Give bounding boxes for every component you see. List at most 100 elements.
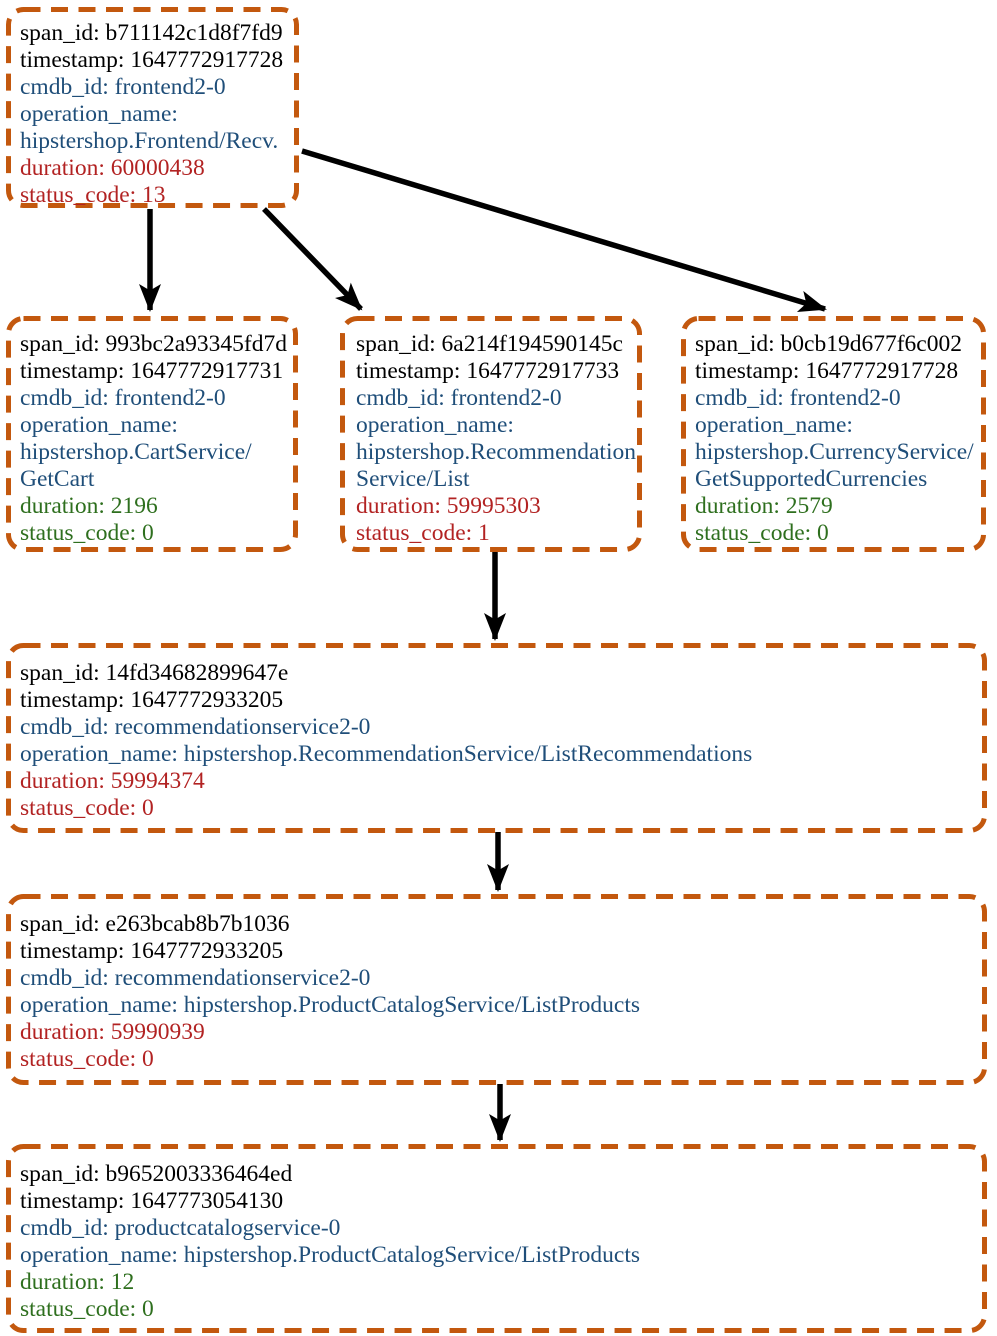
- field-status-code: status_code: 0: [20, 795, 974, 822]
- field-label: operation_name:: [20, 741, 178, 767]
- field-value: productcatalogservice-0: [114, 1215, 341, 1241]
- field-duration: duration: 59995303: [356, 493, 637, 520]
- field-timestamp: timestamp: 1647772917733: [356, 358, 637, 385]
- field-label: span_id:: [356, 331, 436, 357]
- field-label: duration:: [20, 155, 105, 181]
- field-value: hipstershop.RecommendationService/ListRe…: [183, 741, 753, 767]
- field-label: status_code:: [20, 520, 137, 546]
- field-duration: duration: 2196: [20, 493, 291, 520]
- field-status-code: status_code: 0: [20, 520, 291, 547]
- field-operation-name: operation_name: hipstershop.CurrencyServ…: [695, 412, 977, 493]
- field-label: timestamp:: [20, 687, 125, 713]
- field-operation-name: operation_name: hipstershop.Recommendati…: [20, 741, 974, 768]
- field-label: timestamp:: [695, 358, 800, 384]
- field-value: hipstershop.ProductCatalogService/ListPr…: [183, 992, 641, 1018]
- node-border-5: [6, 894, 987, 1085]
- arrow-0-2: [262, 207, 363, 311]
- field-timestamp: timestamp: 1647772933205: [20, 938, 974, 965]
- field-span-id: span_id: 14fd34682899647e: [20, 660, 974, 687]
- field-operation-name: operation_name: hipstershop.Frontend/Rec…: [20, 101, 292, 155]
- field-value: b711142c1d8f7fd9: [105, 20, 283, 46]
- field-value: hipstershop.ProductCatalogService/ListPr…: [183, 1242, 641, 1268]
- field-span-id: span_id: e263bcab8b7b1036: [20, 911, 974, 938]
- field-label: status_code:: [356, 520, 473, 546]
- field-value: 1647773054130: [130, 1188, 284, 1214]
- field-value: hipstershop.CurrencyService/GetSupported…: [695, 439, 974, 492]
- field-value: e263bcab8b7b1036: [105, 911, 290, 937]
- field-duration: duration: 60000438: [20, 155, 292, 182]
- span-node-3: span_id: b0cb19d677f6c002 timestamp: 164…: [683, 318, 983, 550]
- field-operation-name: operation_name: hipstershop.Recommendati…: [356, 412, 637, 493]
- field-value: frontend2-0: [114, 385, 226, 411]
- field-label: status_code:: [20, 795, 137, 821]
- field-label: status_code:: [20, 182, 137, 208]
- node-border-1: [6, 316, 298, 552]
- field-value: 59994374: [110, 768, 205, 794]
- field-value: 14fd34682899647e: [105, 660, 289, 686]
- field-value: 2579: [785, 493, 833, 519]
- field-value: 1647772933205: [130, 938, 284, 964]
- field-label: span_id:: [20, 911, 100, 937]
- field-span-id: span_id: 993bc2a93345fd7d: [20, 331, 291, 358]
- field-label: duration:: [20, 493, 105, 519]
- field-value: frontend2-0: [789, 385, 901, 411]
- field-cmdb-id: cmdb_id: productcatalogservice-0: [20, 1215, 974, 1242]
- span-node-5: span_id: e263bcab8b7b1036 timestamp: 164…: [8, 896, 984, 1082]
- field-value: recommendationservice2-0: [114, 714, 371, 740]
- node-border-0: [6, 7, 299, 208]
- field-value: frontend2-0: [450, 385, 562, 411]
- field-cmdb-id: cmdb_id: frontend2-0: [20, 385, 291, 412]
- field-label: duration:: [695, 493, 780, 519]
- span-node-2: span_id: 6a214f194590145c timestamp: 164…: [342, 318, 639, 550]
- field-timestamp: timestamp: 1647773054130: [20, 1188, 974, 1215]
- field-label: timestamp:: [20, 358, 125, 384]
- field-operation-name: operation_name: hipstershop.ProductCatal…: [20, 992, 974, 1019]
- field-label: span_id:: [20, 660, 100, 686]
- field-value: 0: [142, 1046, 154, 1072]
- field-label: timestamp:: [20, 938, 125, 964]
- field-cmdb-id: cmdb_id: recommendationservice2-0: [20, 714, 974, 741]
- field-status-code: status_code: 1: [356, 520, 637, 547]
- field-value: 59995303: [446, 493, 541, 519]
- field-label: cmdb_id:: [20, 965, 109, 991]
- span-node-4: span_id: 14fd34682899647e timestamp: 164…: [8, 645, 984, 831]
- field-span-id: span_id: 6a214f194590145c: [356, 331, 637, 358]
- field-value: 0: [817, 520, 829, 546]
- field-label: operation_name:: [20, 1242, 178, 1268]
- field-label: cmdb_id:: [695, 385, 784, 411]
- field-label: duration:: [20, 1019, 105, 1045]
- field-value: frontend2-0: [114, 74, 226, 100]
- node-border-2: [340, 316, 642, 552]
- field-timestamp: timestamp: 1647772933205: [20, 687, 974, 714]
- field-label: status_code:: [20, 1046, 137, 1072]
- node-border-3: [681, 316, 986, 552]
- field-label: span_id:: [20, 20, 100, 46]
- field-value: 0: [142, 520, 154, 546]
- span-node-1: span_id: 993bc2a93345fd7d timestamp: 164…: [8, 318, 295, 550]
- field-label: cmdb_id:: [356, 385, 445, 411]
- field-value: 0: [142, 795, 154, 821]
- field-label: cmdb_id:: [20, 385, 109, 411]
- node-border-4: [6, 643, 987, 833]
- field-label: cmdb_id:: [20, 74, 109, 100]
- field-duration: duration: 59990939: [20, 1019, 974, 1046]
- field-label: span_id:: [20, 331, 100, 357]
- field-label: cmdb_id:: [20, 714, 109, 740]
- field-status-code: status_code: 0: [20, 1046, 974, 1073]
- field-value: 1647772917733: [466, 358, 620, 384]
- field-value: 6a214f194590145c: [441, 331, 623, 357]
- field-label: span_id:: [695, 331, 775, 357]
- field-value: recommendationservice2-0: [114, 965, 371, 991]
- field-timestamp: timestamp: 1647772917728: [695, 358, 981, 385]
- field-value: 1647772917728: [805, 358, 959, 384]
- field-label: operation_name:: [20, 101, 178, 127]
- field-label: timestamp:: [20, 47, 125, 73]
- field-value: 13: [142, 182, 166, 208]
- field-cmdb-id: cmdb_id: frontend2-0: [356, 385, 637, 412]
- field-operation-name: operation_name: hipstershop.ProductCatal…: [20, 1242, 974, 1269]
- node-border-6: [6, 1144, 987, 1333]
- field-label: duration:: [356, 493, 441, 519]
- field-value: b0cb19d677f6c002: [780, 331, 962, 357]
